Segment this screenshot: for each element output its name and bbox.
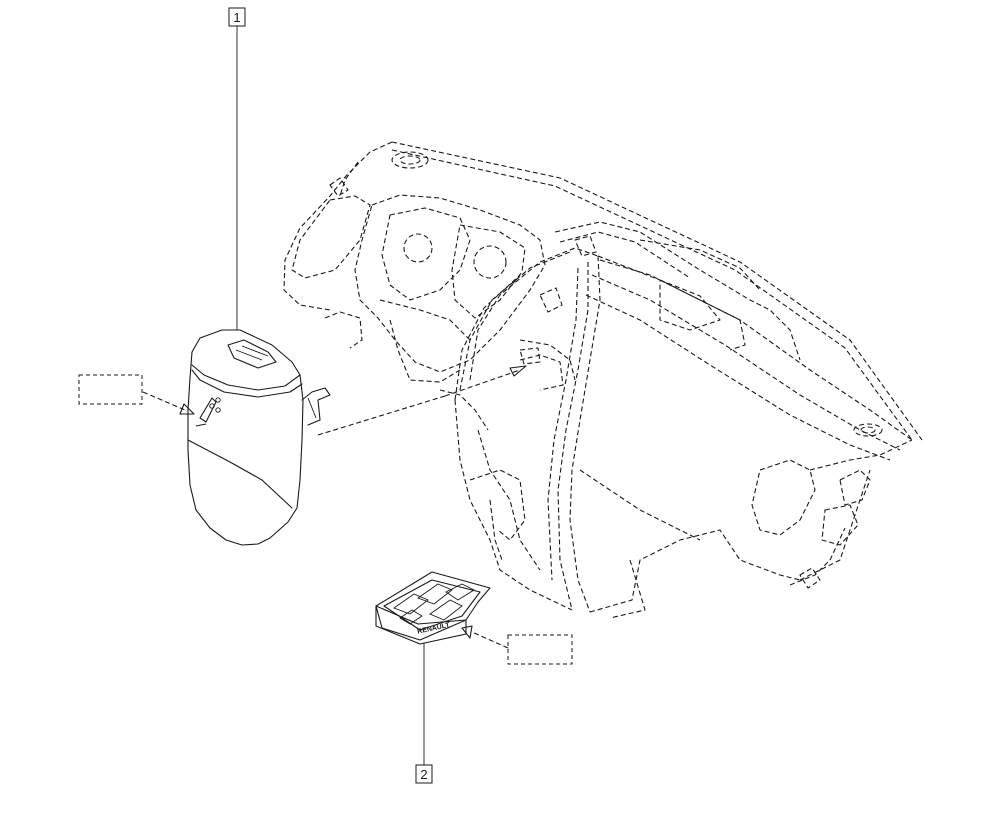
- dashboard-outline: [283, 141, 923, 619]
- callout-1: 1: [228, 7, 246, 27]
- callout-2: 2: [415, 764, 433, 784]
- side-air-vent: [187, 329, 331, 546]
- callout-1-number: 1: [233, 10, 240, 25]
- callout-2-number: 2: [420, 767, 427, 782]
- reference-box-left: [78, 374, 143, 405]
- centre-vent-grille: RENAULT: [375, 571, 491, 645]
- vent-adjuster-icon: [195, 397, 221, 427]
- leader-lines: [142, 26, 527, 765]
- reference-box-right: [507, 634, 573, 665]
